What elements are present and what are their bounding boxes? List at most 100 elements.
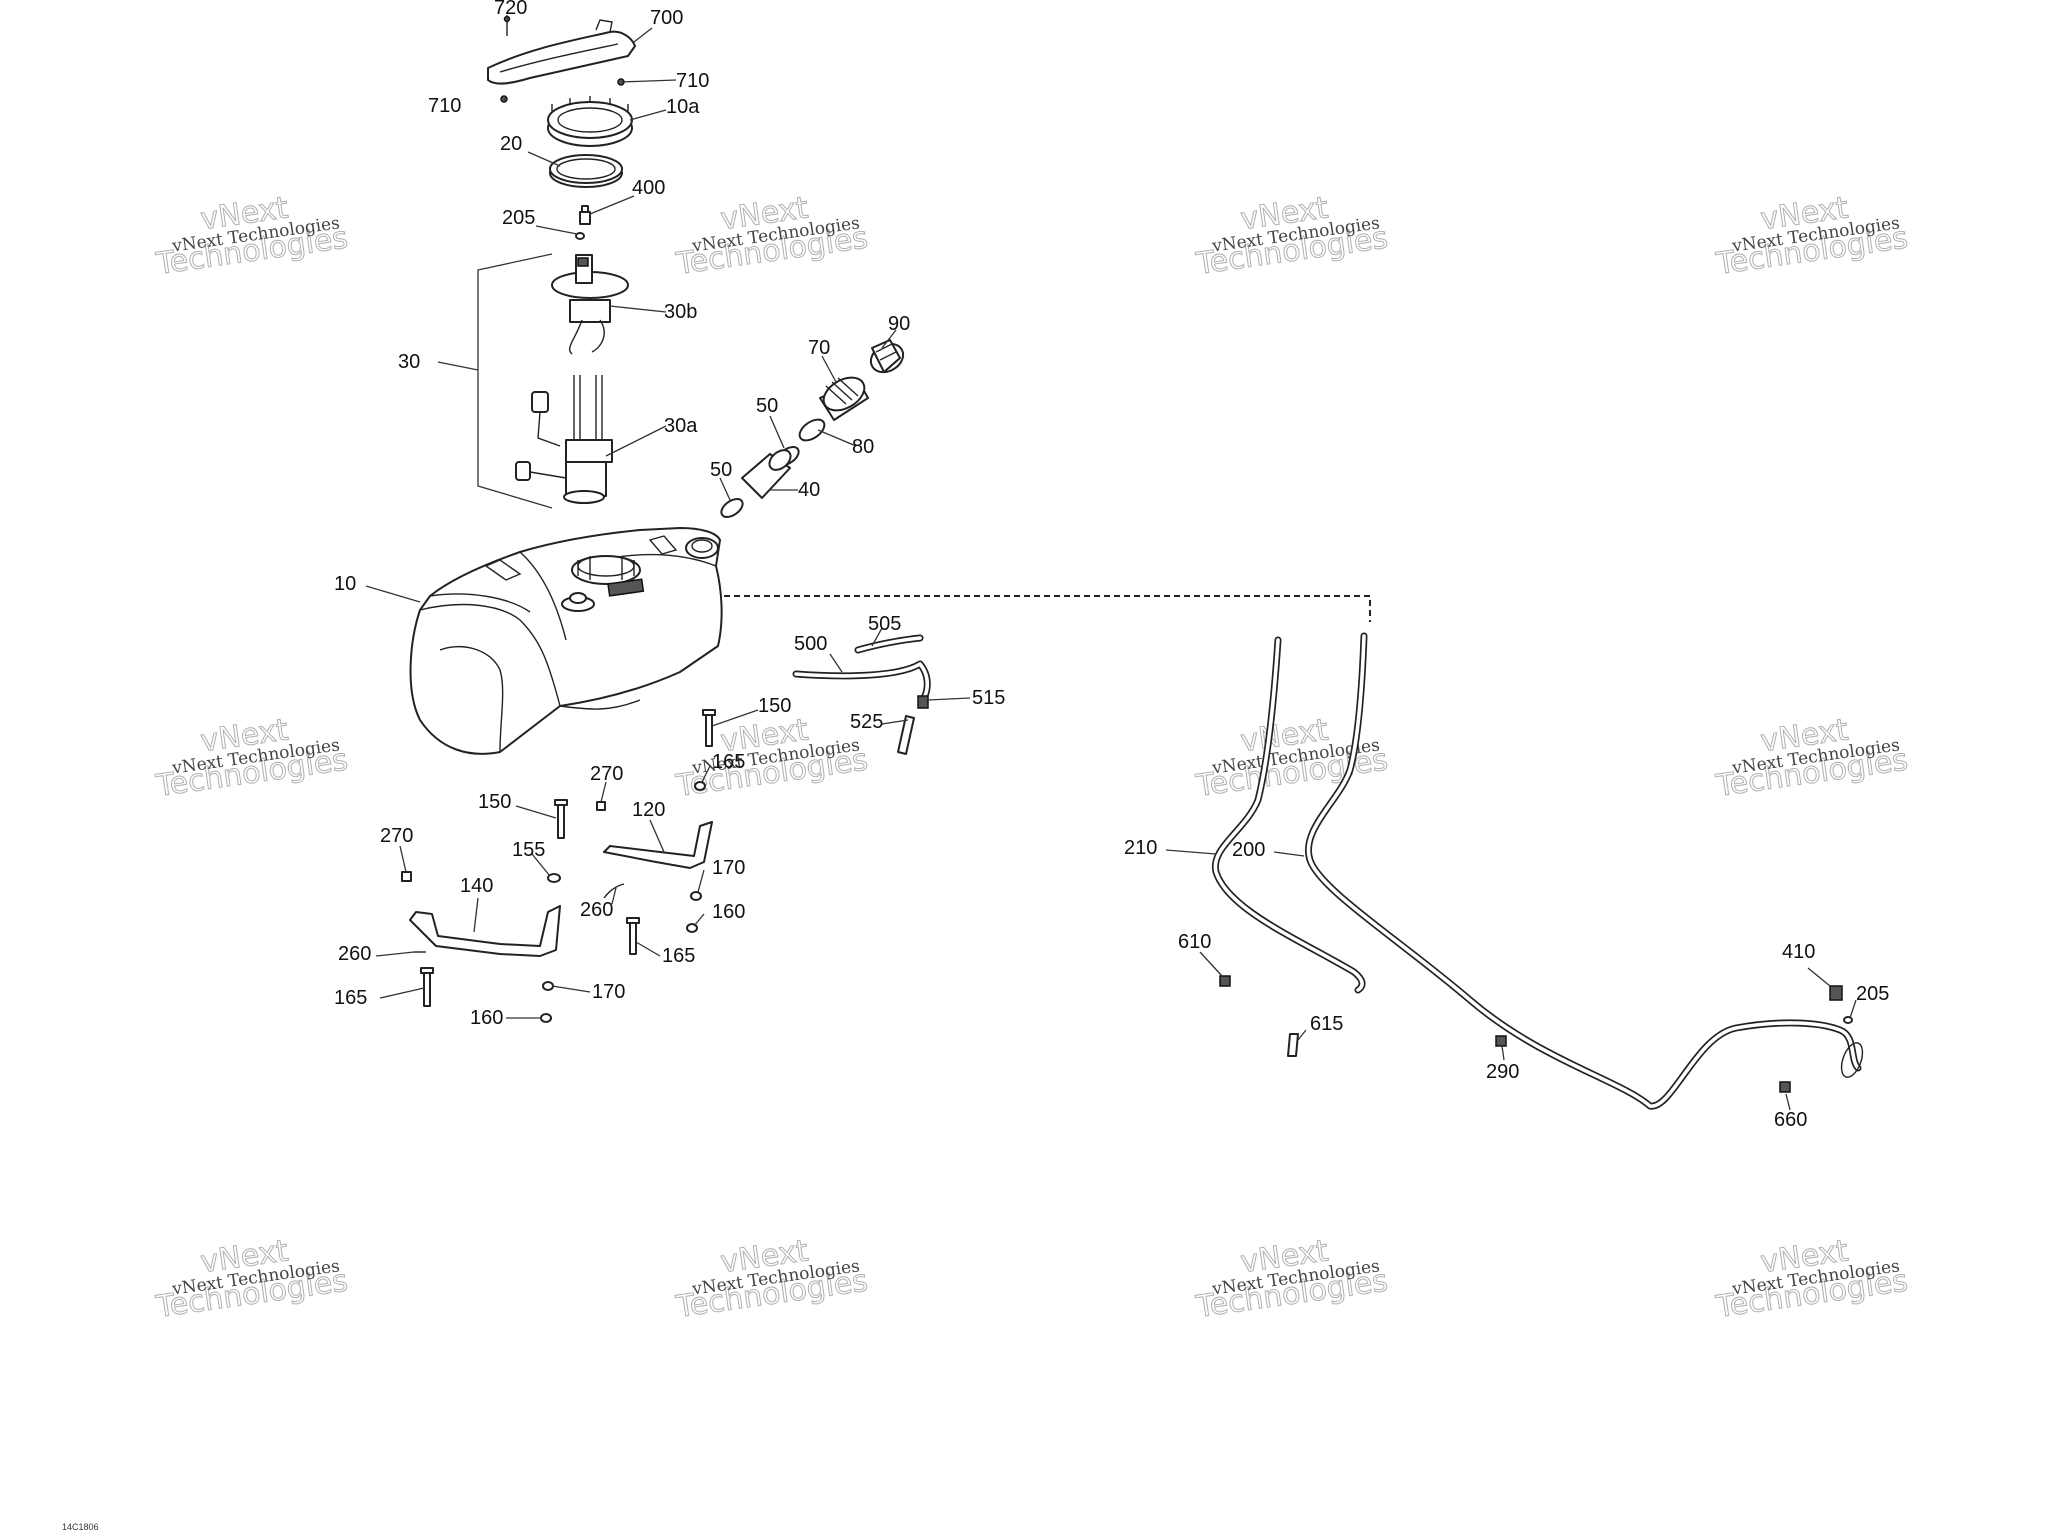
callout-170: 170 — [712, 857, 745, 879]
callout-90: 90 — [888, 313, 910, 335]
part-700-bracket — [487, 30, 636, 85]
part-200-fuel-line-inner — [1306, 634, 1860, 1108]
callout-160: 160 — [470, 1007, 503, 1029]
part-140-tank-strap — [409, 905, 561, 957]
part-155-washer — [547, 873, 561, 883]
callout-710: 710 — [676, 70, 709, 92]
callout-20: 20 — [500, 133, 522, 155]
part-290-clip — [1495, 1035, 1507, 1047]
part-410-connector — [1829, 985, 1843, 1001]
part-150-bolt — [702, 709, 716, 747]
callout-140: 140 — [460, 875, 493, 897]
part-200-fuel-line — [1304, 632, 1862, 1110]
watermark: vNext Technologies vNext Technologies — [1713, 1233, 1911, 1326]
callout-210: 210 — [1124, 837, 1157, 859]
drawing-code: 14C1806 — [62, 1522, 99, 1532]
part-70-filler-neck — [819, 376, 869, 421]
callout-30b: 30b — [664, 301, 697, 323]
part-400-fitting — [579, 205, 591, 225]
part-170-washer — [690, 891, 702, 901]
callout-710: 710 — [428, 95, 461, 117]
part-500-vent-hose-inner — [794, 662, 930, 700]
part-40-hose-end — [768, 449, 792, 471]
callout-70: 70 — [808, 337, 830, 359]
callout-10: 10 — [334, 573, 356, 595]
part-10a-lock-ring — [547, 96, 633, 147]
leader-lines — [365, 15, 1857, 1111]
callout-50: 50 — [710, 459, 732, 481]
part-205-clamp — [1843, 1016, 1853, 1024]
callout-525: 525 — [850, 711, 883, 733]
callout-205: 205 — [502, 207, 535, 229]
callout-515: 515 — [972, 687, 1005, 709]
part-505-vent-hose-inner — [856, 636, 922, 652]
part-120-tank-strap — [603, 821, 713, 869]
callout-30a: 30a — [664, 415, 698, 437]
parts — [401, 15, 1864, 1110]
part-200-fuel-line-loop — [1840, 1042, 1864, 1078]
callout-270: 270 — [590, 763, 623, 785]
callout-205: 205 — [1856, 983, 1889, 1005]
callout-160: 160 — [712, 901, 745, 923]
connection-dashed-line — [724, 595, 1371, 622]
part-610-clip — [1219, 975, 1231, 987]
callout-170: 170 — [592, 981, 625, 1003]
watermark: vNext Technologies vNext Technologies — [1193, 190, 1391, 283]
part-165-washer — [694, 781, 706, 791]
watermark: vNext Technologies vNext Technologies — [153, 190, 351, 283]
callout-410: 410 — [1782, 941, 1815, 963]
part-90-fuel-cap — [869, 339, 905, 374]
watermark: vNext Technologies vNext Technologies — [1193, 1233, 1391, 1326]
part-30b-pump-flange — [551, 254, 629, 355]
callout-labels: 720 700 710 710 10a 20 400 205 30b 30 30… — [334, 0, 1889, 1131]
part-205-clamp — [575, 232, 585, 240]
callout-720: 720 — [494, 0, 527, 19]
callout-505: 505 — [868, 613, 901, 635]
part-30a-pump-module — [515, 375, 613, 504]
part-150-bolt — [554, 799, 568, 839]
callout-500: 500 — [794, 633, 827, 655]
callout-30: 30 — [398, 351, 420, 373]
callout-120: 120 — [632, 799, 665, 821]
part-515-check-valve — [917, 695, 929, 709]
part-720-screw — [503, 15, 511, 36]
part-700-bracket-detail — [499, 19, 619, 73]
watermark: vNext Technologies vNext Technologies — [673, 190, 871, 283]
part-260-pad — [603, 883, 625, 899]
callout-290: 290 — [1486, 1061, 1519, 1083]
callout-270: 270 — [380, 825, 413, 847]
part-10-fuel-tank — [409, 527, 723, 755]
part-270-nut — [596, 801, 606, 811]
callout-165: 165 — [662, 945, 695, 967]
part-50-hose-clamp — [720, 498, 744, 518]
callout-400: 400 — [632, 177, 665, 199]
part-20-seal — [549, 154, 623, 188]
callout-50: 50 — [756, 395, 778, 417]
callout-260: 260 — [338, 943, 371, 965]
callout-660: 660 — [1774, 1109, 1807, 1131]
part-165-bolt — [420, 967, 434, 1007]
watermark: vNext Technologies vNext Technologies — [153, 712, 351, 805]
watermark: vNext Technologies vNext Technologies — [1713, 190, 1911, 283]
callout-260: 260 — [580, 899, 613, 921]
callout-10a: 10a — [666, 96, 700, 118]
part-170-washer — [542, 981, 554, 991]
callout-610: 610 — [1178, 931, 1211, 953]
part-270-nut — [401, 871, 412, 882]
callout-155: 155 — [512, 839, 545, 861]
callout-200: 200 — [1232, 839, 1265, 861]
callout-150: 150 — [478, 791, 511, 813]
callout-700: 700 — [650, 7, 683, 29]
callout-615: 615 — [1310, 1013, 1343, 1035]
part-160-nut — [540, 1013, 552, 1023]
callout-40: 40 — [798, 479, 820, 501]
callout-165: 165 — [334, 987, 367, 1009]
callout-165: 165 — [712, 751, 745, 773]
watermark: vNext Technologies vNext Technologies — [153, 1233, 351, 1326]
part-210-fuel-line-inner — [1213, 638, 1364, 992]
part-615-connector — [1287, 1033, 1299, 1057]
part-525-vent-tube — [897, 715, 915, 755]
part-660-clip — [1779, 1081, 1791, 1093]
part-165-bolt — [626, 917, 640, 955]
